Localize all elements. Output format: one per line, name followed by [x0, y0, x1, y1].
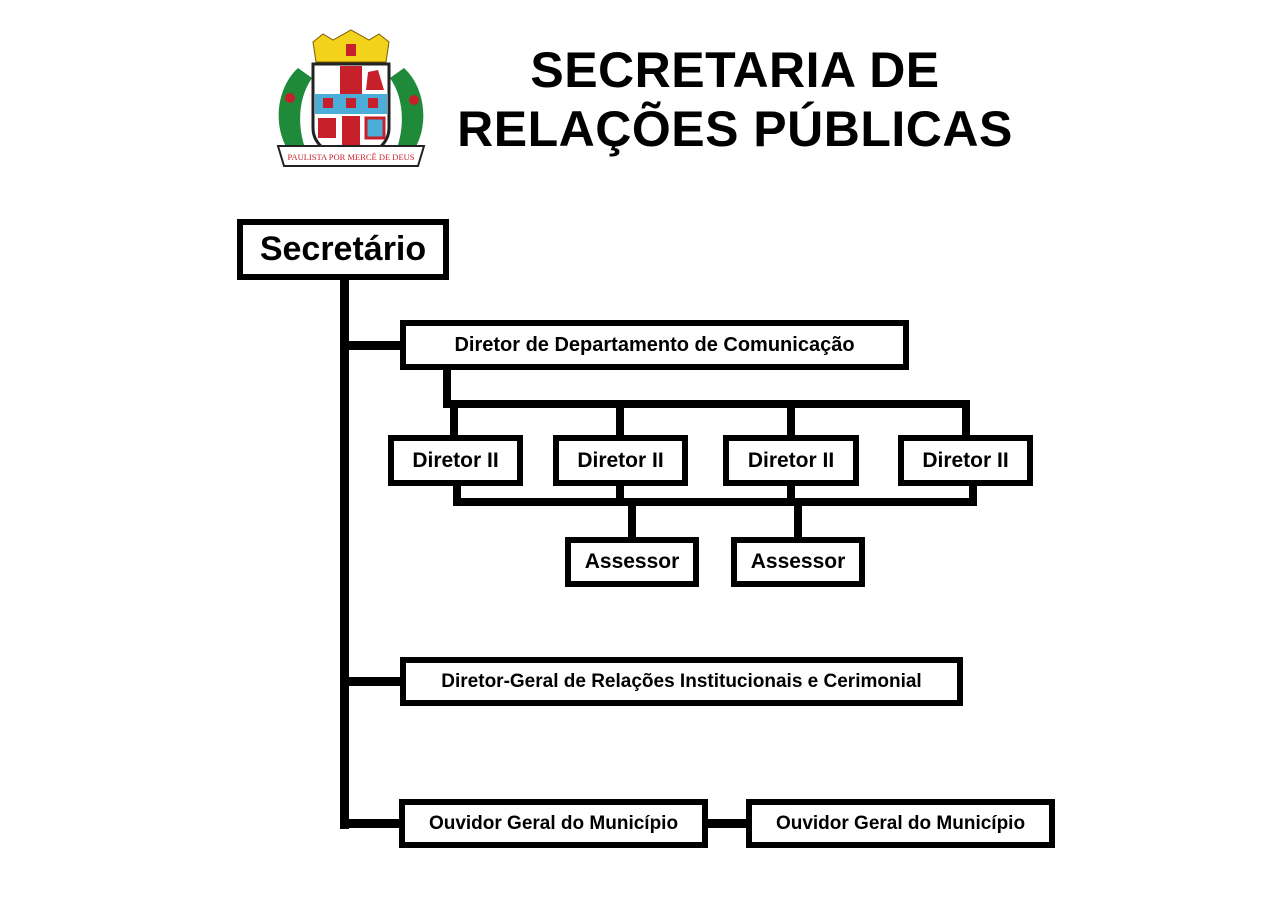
page-title-line2: RELAÇÕES PÚBLICAS: [457, 101, 1013, 157]
directors-bottom-bus: [453, 498, 977, 506]
node-label: Diretor II: [747, 448, 835, 472]
node-advisor-2: Assessor: [731, 537, 865, 587]
node-label: Diretor II: [577, 448, 664, 472]
ombudsman-link: [705, 819, 748, 828]
left-foliage: [278, 68, 312, 156]
node-label: Secretário: [259, 230, 427, 268]
branch-institutional: [340, 677, 402, 686]
director-drop-3: [787, 400, 795, 437]
node-director-ii-4: Diretor II: [898, 435, 1033, 486]
node-director-ii-2: Diretor II: [553, 435, 688, 486]
node-label: Diretor de Departamento de Comunicação: [454, 333, 855, 356]
director-riser-4: [969, 483, 977, 506]
right-foliage: [390, 68, 424, 156]
node-label: Diretor II: [412, 448, 499, 472]
node-label: Ouvidor Geral do Município: [428, 812, 679, 834]
advisor-drop-2: [794, 498, 802, 539]
node-label: Assessor: [750, 550, 846, 573]
node-secretario: Secretário: [237, 219, 449, 280]
director-drop-4: [962, 400, 970, 437]
branch-communication: [340, 341, 402, 350]
director-drop-2: [616, 400, 624, 437]
page-title-line1: SECRETARIA DE: [530, 42, 940, 98]
crest-motto: PAULISTA POR MERCÊ DE DEUS: [288, 152, 415, 162]
node-director-ii-1: Diretor II: [388, 435, 523, 486]
coat-of-arms-icon: PAULISTA POR MERCÊ DE DEUS: [276, 29, 426, 167]
node-label: Diretor II: [922, 448, 1009, 472]
comm-drop: [443, 367, 451, 408]
node-director-ii-3: Diretor II: [723, 435, 859, 486]
node-label: Assessor: [584, 550, 680, 573]
node-advisor-1: Assessor: [565, 537, 699, 587]
node-label: Ouvidor Geral do Município: [775, 812, 1026, 834]
node-label: Diretor-Geral de Relações Institucionais…: [441, 670, 922, 692]
director-riser-1: [453, 483, 461, 506]
directors-top-bus: [443, 400, 970, 408]
branch-ombudsman: [340, 819, 402, 828]
node-ombudsman-2: Ouvidor Geral do Município: [746, 799, 1055, 848]
motto-ribbon: [276, 145, 426, 167]
node-ombudsman-1: Ouvidor Geral do Município: [399, 799, 708, 848]
trunk-line: [340, 279, 349, 829]
advisor-drop-1: [628, 498, 636, 539]
node-director-institutional: Diretor-Geral de Relações Institucionais…: [400, 657, 963, 706]
director-riser-2: [616, 483, 624, 506]
node-director-communication: Diretor de Departamento de Comunicação: [400, 320, 909, 370]
director-riser-3: [787, 483, 795, 506]
director-drop-1: [450, 400, 458, 437]
